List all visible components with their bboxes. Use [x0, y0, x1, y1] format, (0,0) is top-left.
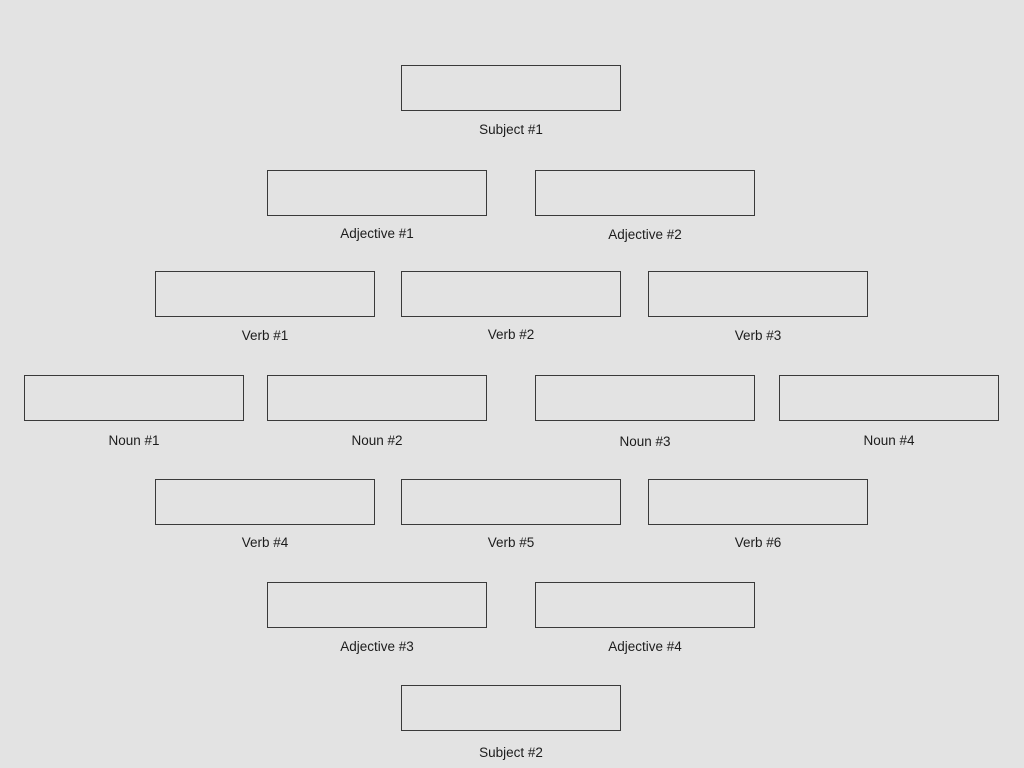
- adjective-3-label: Adjective #3: [340, 639, 414, 654]
- verb-1-label: Verb #1: [241, 328, 289, 343]
- verb-6-label: Verb #6: [734, 535, 782, 550]
- adjective-1-box[interactable]: [267, 170, 487, 216]
- subject-1-label: Subject #1: [479, 122, 543, 137]
- adjective-4-label: Adjective #4: [608, 639, 682, 654]
- subject-2-box[interactable]: [401, 685, 621, 731]
- verb-5-label: Verb #5: [487, 535, 535, 550]
- verb-2-label: Verb #2: [487, 327, 535, 342]
- noun-1-label: Noun #1: [108, 433, 160, 448]
- adjective-1-label: Adjective #1: [340, 226, 414, 241]
- noun-1-box[interactable]: [24, 375, 244, 421]
- noun-2-box[interactable]: [267, 375, 487, 421]
- verb-1-box[interactable]: [155, 271, 375, 317]
- verb-2-box[interactable]: [401, 271, 621, 317]
- verb-6-box[interactable]: [648, 479, 868, 525]
- verb-4-box[interactable]: [155, 479, 375, 525]
- noun-4-box[interactable]: [779, 375, 999, 421]
- subject-2-label: Subject #2: [479, 745, 543, 760]
- adjective-3-box[interactable]: [267, 582, 487, 628]
- noun-4-label: Noun #4: [863, 433, 915, 448]
- noun-2-label: Noun #2: [351, 433, 403, 448]
- verb-4-label: Verb #4: [241, 535, 289, 550]
- noun-3-label: Noun #3: [619, 434, 671, 449]
- subject-1-box[interactable]: [401, 65, 621, 111]
- noun-3-box[interactable]: [535, 375, 755, 421]
- verb-3-box[interactable]: [648, 271, 868, 317]
- adjective-2-box[interactable]: [535, 170, 755, 216]
- adjective-4-box[interactable]: [535, 582, 755, 628]
- verb-3-label: Verb #3: [734, 328, 782, 343]
- verb-5-box[interactable]: [401, 479, 621, 525]
- adjective-2-label: Adjective #2: [608, 227, 682, 242]
